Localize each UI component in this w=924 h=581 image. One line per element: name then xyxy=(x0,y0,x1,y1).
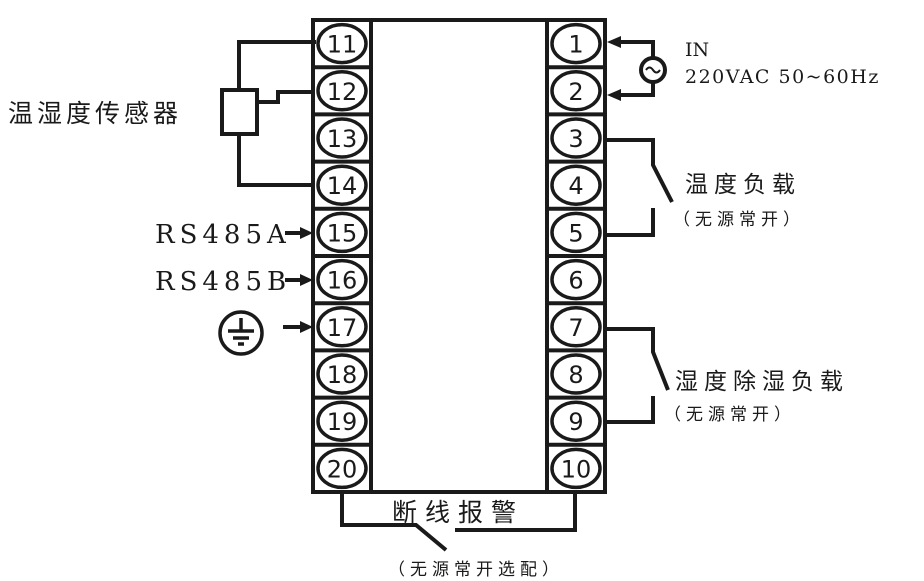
power-input-wiring xyxy=(618,40,667,97)
terminal-circle xyxy=(316,258,368,301)
terminal-number: 11 xyxy=(327,31,358,59)
terminal-4: 4 xyxy=(547,159,605,206)
terminal-8: 8 xyxy=(547,348,605,395)
terminal-number: 19 xyxy=(327,408,358,436)
terminal-circle xyxy=(316,70,368,112)
terminal-18: 18 xyxy=(313,348,371,395)
terminal-circle xyxy=(316,117,368,159)
power-spec-label: 220VAC 50~60Hz xyxy=(685,66,880,88)
terminal-9: 9 xyxy=(547,395,605,442)
terminal-number: 8 xyxy=(568,361,583,389)
terminal-12: 12 xyxy=(313,65,371,112)
terminal-circle xyxy=(316,447,368,490)
terminal-number: 16 xyxy=(327,267,358,295)
terminal-3: 3 xyxy=(547,112,605,159)
terminal-19: 19 xyxy=(313,395,371,442)
alarm-note: （无源常开选配） xyxy=(388,560,564,580)
terminal-circle xyxy=(550,22,602,65)
terminal-17: 17 xyxy=(313,301,371,348)
terminal-circle xyxy=(550,447,602,490)
rs485a-label: RS485A xyxy=(155,220,291,250)
humid-load-note: （无源常开） xyxy=(664,405,796,425)
terminal-number: 9 xyxy=(568,408,583,436)
terminal-number: 17 xyxy=(327,314,358,342)
terminal-5: 5 xyxy=(547,206,605,254)
terminal-circle xyxy=(550,70,602,112)
alarm-label: 断线报警 xyxy=(392,498,524,527)
terminal-number: 18 xyxy=(327,361,358,389)
terminal-circle xyxy=(550,117,602,159)
terminal-number: 6 xyxy=(568,267,583,295)
terminal-circle xyxy=(316,400,368,442)
power-arrows xyxy=(607,36,621,101)
terminal-circle xyxy=(550,306,602,348)
terminal-15: 15 xyxy=(313,206,371,254)
terminal-7: 7 xyxy=(547,301,605,348)
sensor-box xyxy=(220,88,259,136)
terminal-10: 10 xyxy=(547,442,605,490)
alarm-wiring xyxy=(340,492,577,552)
ground-icon xyxy=(218,310,264,356)
terminal-20: 20 xyxy=(313,442,371,490)
terminal-1: 1 xyxy=(550,22,602,65)
terminal-circle xyxy=(316,306,368,348)
terminal-11: 11 xyxy=(316,22,368,65)
terminal-number: 4 xyxy=(568,172,583,200)
terminal-circle xyxy=(550,164,602,206)
humid-load-switch xyxy=(607,327,670,424)
terminal-circle xyxy=(550,211,602,254)
terminal-number: 5 xyxy=(568,219,583,247)
terminal-number: 10 xyxy=(561,455,592,483)
terminal-16: 16 xyxy=(313,254,371,301)
terminal-number: 1 xyxy=(568,31,583,59)
terminal-number: 15 xyxy=(327,219,358,247)
terminal-number: 7 xyxy=(568,314,583,342)
terminal-number: 13 xyxy=(327,125,358,153)
rs485-arrows xyxy=(283,227,313,333)
terminal-circle xyxy=(316,22,368,65)
terminal-circle xyxy=(550,400,602,442)
humid-load-label: 湿度除湿负载 xyxy=(675,369,849,395)
terminal-number: 12 xyxy=(327,78,358,106)
terminal-13: 13 xyxy=(313,112,371,159)
terminal-number: 20 xyxy=(327,455,358,483)
terminal-2: 2 xyxy=(547,65,605,112)
power-in-label: IN xyxy=(685,39,709,61)
temp-load-switch xyxy=(607,138,674,237)
terminal-circle xyxy=(316,353,368,395)
terminal-circle xyxy=(550,353,602,395)
temp-load-note: （无源常开） xyxy=(673,210,805,230)
sensor-wiring xyxy=(220,40,316,187)
terminal-14: 14 xyxy=(313,159,371,206)
terminal-number: 3 xyxy=(568,125,583,153)
terminal-circle xyxy=(316,164,368,206)
rs485b-label: RS485B xyxy=(155,267,291,297)
terminal-number: 14 xyxy=(327,172,358,200)
terminal-circle xyxy=(316,211,368,254)
terminal-circle xyxy=(550,258,602,301)
sensor-label: 温湿度传感器 xyxy=(8,99,182,128)
temp-load-label: 温度负载 xyxy=(685,172,801,198)
terminal-6: 6 xyxy=(547,254,605,301)
terminal-number: 2 xyxy=(568,78,583,106)
